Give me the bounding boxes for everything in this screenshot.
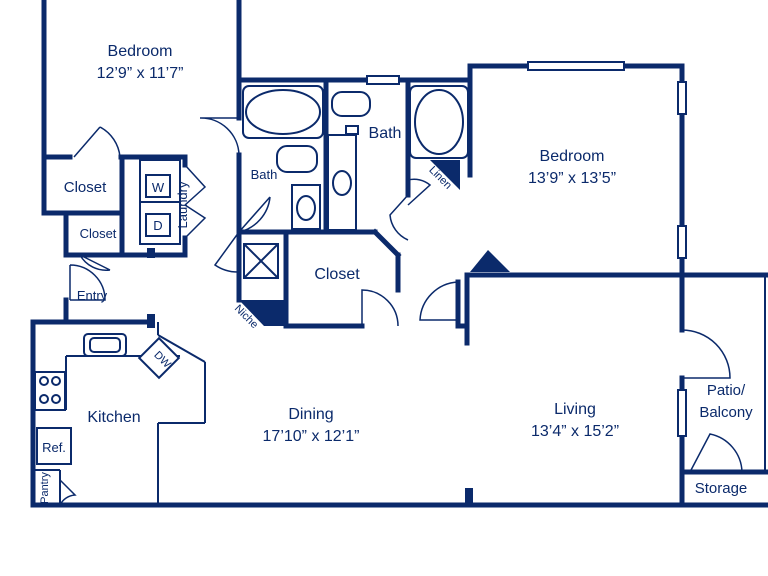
dining-name: Dining bbox=[288, 406, 333, 423]
windows bbox=[366, 61, 687, 437]
kitchen-sink bbox=[83, 333, 127, 357]
bedroom-1-dims: 12’9” x 11’7” bbox=[97, 65, 184, 82]
bedroom-2-name: Bedroom bbox=[540, 148, 605, 165]
dining-dims: 17’10” x 12’1” bbox=[263, 428, 360, 445]
washer-label: W bbox=[152, 180, 165, 195]
refrigerator-label: Ref. bbox=[42, 440, 66, 455]
bedroom-1-name: Bedroom bbox=[108, 43, 173, 60]
pantry-name: Pantry bbox=[39, 472, 51, 504]
bath-right-name: Bath bbox=[369, 125, 402, 142]
entry-name: Entry bbox=[77, 288, 108, 303]
doors bbox=[59, 117, 743, 506]
toilet-left bbox=[276, 145, 318, 173]
bathtub-left bbox=[242, 85, 324, 139]
dryer-label: D bbox=[153, 218, 162, 233]
dishwasher bbox=[137, 336, 181, 380]
bedroom-2-dims: 13’9” x 13’5” bbox=[528, 170, 616, 187]
bath-left-name: Bath bbox=[251, 167, 278, 182]
laundry-name: Laundry bbox=[175, 181, 190, 228]
closet-center-name: Closet bbox=[314, 266, 360, 283]
walls bbox=[30, 0, 768, 508]
closet-small-name: Closet bbox=[80, 226, 117, 241]
refrigerator bbox=[36, 427, 72, 465]
stove bbox=[34, 371, 66, 411]
kitchen-name: Kitchen bbox=[87, 409, 140, 426]
toilet-upper bbox=[331, 91, 371, 117]
patio-name-line1: Patio/ bbox=[707, 382, 746, 399]
fixtures bbox=[34, 85, 469, 465]
living-name: Living bbox=[554, 401, 596, 418]
patio-name-line2: Balcony bbox=[699, 404, 753, 421]
closet-left-name: Closet bbox=[64, 179, 107, 196]
storage-name: Storage bbox=[695, 480, 748, 497]
living-dims: 13’4” x 15’2” bbox=[531, 423, 619, 440]
bathtub-right bbox=[409, 85, 469, 159]
structural-blocks bbox=[147, 160, 510, 505]
